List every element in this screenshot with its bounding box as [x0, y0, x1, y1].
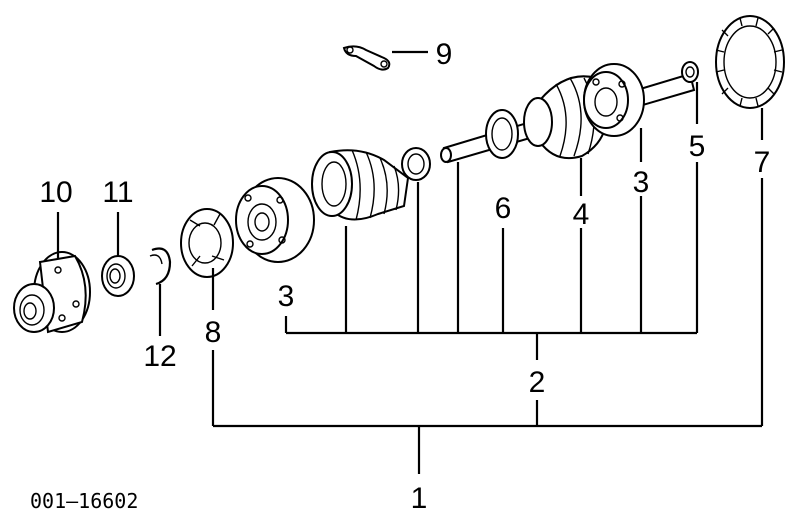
callout-2: 2 — [529, 366, 546, 399]
retainer-plate-part-8 — [180, 208, 234, 278]
boot-left — [311, 149, 410, 221]
tone-ring-part-7 — [715, 15, 785, 109]
ring-part-5 — [681, 61, 699, 83]
bearing-part-11 — [101, 255, 135, 297]
callout-9: 9 — [436, 38, 453, 71]
callout-5: 5 — [689, 130, 706, 163]
callout-8: 8 — [205, 316, 222, 349]
cv-joint-part-3-right — [583, 63, 645, 137]
callout-11: 11 — [102, 176, 133, 209]
callout-7: 7 — [754, 146, 771, 179]
callout-3-left: 3 — [278, 280, 295, 313]
clamp-ring — [401, 147, 431, 181]
callout-10: 10 — [39, 176, 72, 209]
callout-labels: 1 2 3 3 4 5 6 7 8 9 10 11 12 — [39, 38, 770, 515]
cv-joint-part-3-left — [235, 177, 315, 263]
bracket-part-9 — [342, 45, 391, 71]
callout-4: 4 — [573, 198, 590, 231]
snap-ring-part-12 — [149, 247, 172, 286]
callout-1: 1 — [411, 482, 428, 515]
callout-3-right: 3 — [633, 166, 650, 199]
leader-lines — [56, 50, 764, 474]
callout-6: 6 — [495, 192, 512, 225]
clamp-part-6 — [485, 109, 519, 159]
hub-flange-part-10 — [13, 251, 91, 334]
figure-code: 001–16602 — [30, 489, 138, 513]
callout-12: 12 — [143, 340, 176, 373]
